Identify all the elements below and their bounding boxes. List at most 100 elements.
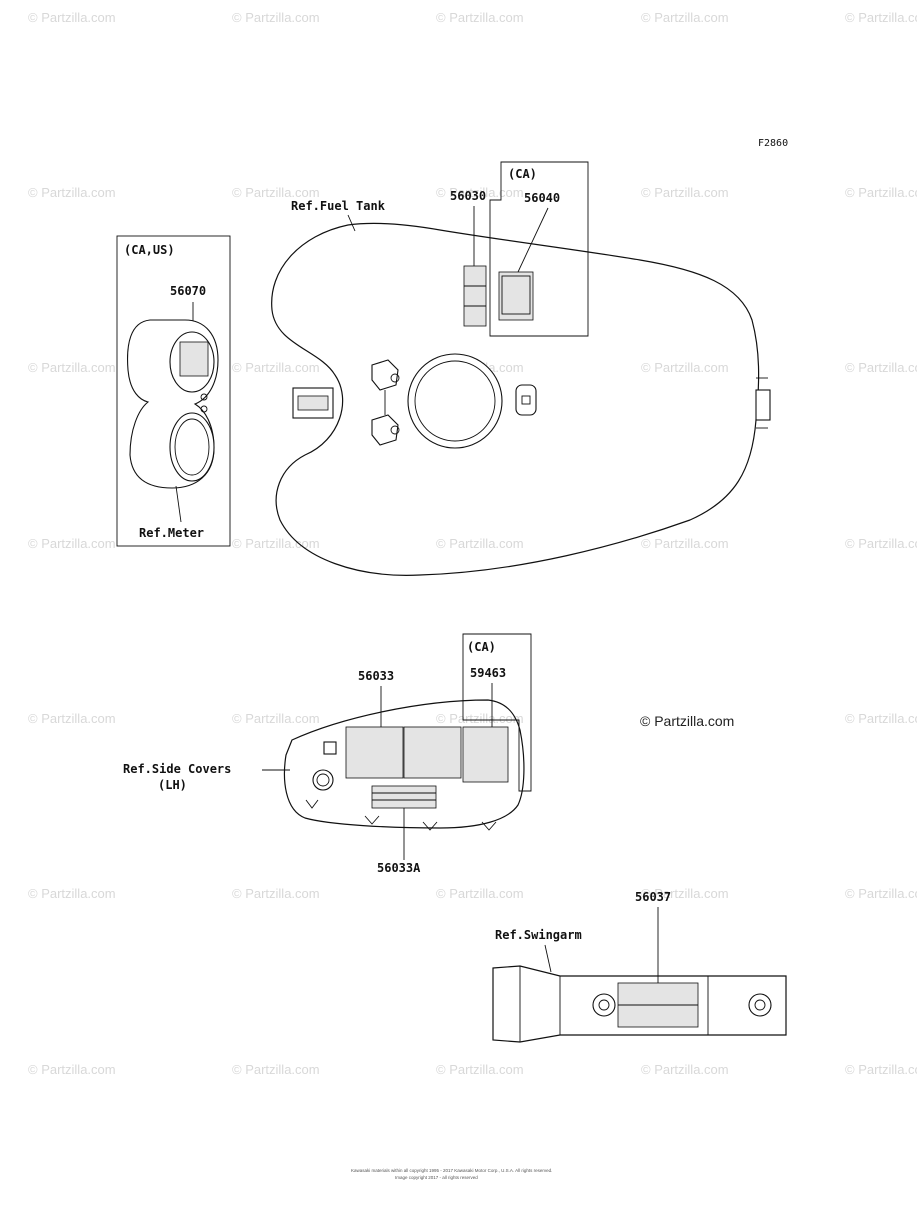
watermark: © Partzilla.com xyxy=(28,711,116,726)
figure-code: F2860 xyxy=(758,138,788,149)
pivot-hole-inner xyxy=(598,999,610,1011)
cover-clip xyxy=(305,799,319,809)
part-number-56033[interactable]: 56033 xyxy=(358,669,394,683)
leader-line xyxy=(544,944,552,973)
watermark: © Partzilla.com xyxy=(232,711,320,726)
decal-59463 xyxy=(462,726,509,783)
fuel-cap-ring-outer xyxy=(407,353,503,449)
watermark: © Partzilla.com xyxy=(436,711,524,726)
watermark: © Partzilla.com xyxy=(641,886,729,901)
swingarm-ref-label: Ref.Swingarm xyxy=(495,928,582,942)
side-cover-outline xyxy=(283,699,525,829)
watermark: © Partzilla.com xyxy=(641,10,729,25)
watermark: © Partzilla.com xyxy=(232,360,320,375)
watermark: © Partzilla.com xyxy=(28,185,116,200)
watermark: © Partzilla.com xyxy=(28,886,116,901)
side-cover-ref-label: Ref.Side Covers xyxy=(123,762,231,776)
fuel-tank-region-box xyxy=(489,161,589,337)
meter-indicator xyxy=(200,405,208,413)
decal-56033A xyxy=(371,785,437,809)
watermark: © Partzilla.com xyxy=(232,1062,320,1077)
watermark: © Partzilla.com xyxy=(845,360,917,375)
decal-56033-right xyxy=(403,726,462,779)
fuel-tank-region-label: (CA) xyxy=(508,167,537,181)
fuel-tank-ref-label: Ref.Fuel Tank xyxy=(291,199,386,213)
swingarm-outline xyxy=(492,965,787,1043)
tank-rear-mount-slot xyxy=(297,395,329,411)
watermark: © Partzilla.com xyxy=(232,536,320,551)
watermark: © Partzilla.com xyxy=(232,10,320,25)
bracket-bolt xyxy=(390,373,400,383)
fuel-tank-group: (CA) Ref.Fuel Tank 56030 56040 xyxy=(271,161,771,576)
watermark: © Partzilla.com xyxy=(845,711,917,726)
watermark: © Partzilla.com xyxy=(232,886,320,901)
leader-line xyxy=(175,485,182,523)
decal-56030 xyxy=(463,265,487,327)
side-cover-ref-sublabel: (LH) xyxy=(158,778,187,792)
watermark: © Partzilla.com xyxy=(641,1062,729,1077)
axle-hole-inner xyxy=(754,999,766,1011)
grommet-hole xyxy=(316,773,330,787)
fuel-tank-outline xyxy=(271,222,760,576)
meter-bottom-gauge xyxy=(169,412,215,482)
tank-bracket xyxy=(371,414,399,446)
watermark: © Partzilla.com xyxy=(28,1062,116,1077)
meter-region-label: (CA,US) xyxy=(124,243,175,257)
watermark: © Partzilla.com xyxy=(845,185,917,200)
meter-indicator xyxy=(200,393,208,401)
part-number-59463[interactable]: 59463 xyxy=(470,666,506,680)
swingarm-pivot-hole xyxy=(592,993,616,1017)
decal-56033-left xyxy=(345,726,404,779)
cover-clip xyxy=(481,821,497,831)
watermark: © Partzilla.com xyxy=(436,886,524,901)
tank-bracket xyxy=(371,359,399,391)
watermark-grid: © Partzilla.com © Partzilla.com © Partzi… xyxy=(28,10,917,1077)
watermark: © Partzilla.com xyxy=(845,10,917,25)
watermark: © Partzilla.com xyxy=(28,360,116,375)
part-number-56070[interactable]: 56070 xyxy=(170,284,206,298)
watermark: © Partzilla.com xyxy=(28,10,116,25)
decal-56040-inner xyxy=(501,275,531,315)
brand-watermark: © Partzilla.com xyxy=(640,713,734,729)
copyright-line: Kawasaki materials within all copyright … xyxy=(351,1168,552,1173)
bracket-bolt xyxy=(390,425,400,435)
part-number-56040[interactable]: 56040 xyxy=(524,191,560,205)
side-cover-tab xyxy=(323,741,337,755)
watermark: © Partzilla.com xyxy=(641,360,729,375)
fuel-cap-ring-inner xyxy=(414,360,496,442)
swingarm-group: 56037 Ref.Swingarm xyxy=(492,890,787,1043)
watermark: © Partzilla.com xyxy=(641,185,729,200)
watermark: © Partzilla.com xyxy=(28,536,116,551)
meter-bottom-bezel xyxy=(174,418,210,476)
watermark: © Partzilla.com xyxy=(641,536,729,551)
watermark: © Partzilla.com xyxy=(232,185,320,200)
tank-fuel-cock xyxy=(515,384,537,416)
copyright-line: Image copyright 2017 - all rights reserv… xyxy=(395,1175,478,1180)
watermark: © Partzilla.com xyxy=(845,536,917,551)
cover-clip xyxy=(422,821,438,831)
side-cover-region-label: (CA) xyxy=(467,640,496,654)
side-cover-group: (CA) 56033 59463 56033A Ref.Side Covers … xyxy=(123,633,532,875)
watermark: © Partzilla.com xyxy=(436,536,524,551)
meter-region-box xyxy=(116,235,231,547)
fuel-cock-knob xyxy=(521,395,531,405)
watermark: © Partzilla.com xyxy=(436,185,524,200)
part-number-56030[interactable]: 56030 xyxy=(450,189,486,203)
side-cover-region-box xyxy=(462,633,532,792)
cover-clip xyxy=(364,815,380,825)
meter-ref-label: Ref.Meter xyxy=(139,526,204,540)
leader-line xyxy=(517,207,549,273)
leader-line xyxy=(347,214,356,232)
watermark: © Partzilla.com xyxy=(845,1062,917,1077)
watermark: © Partzilla.com xyxy=(436,10,524,25)
side-cover-grommet xyxy=(312,769,334,791)
part-number-56037[interactable]: 56037 xyxy=(635,890,671,904)
meter-group: (CA,US) 56070 Ref.Meter xyxy=(116,235,231,547)
watermark: © Partzilla.com xyxy=(436,1062,524,1077)
watermark: © Partzilla.com xyxy=(845,886,917,901)
tank-front-nub xyxy=(755,389,771,421)
part-number-56033A[interactable]: 56033A xyxy=(377,861,421,875)
decal-56040 xyxy=(498,271,534,321)
